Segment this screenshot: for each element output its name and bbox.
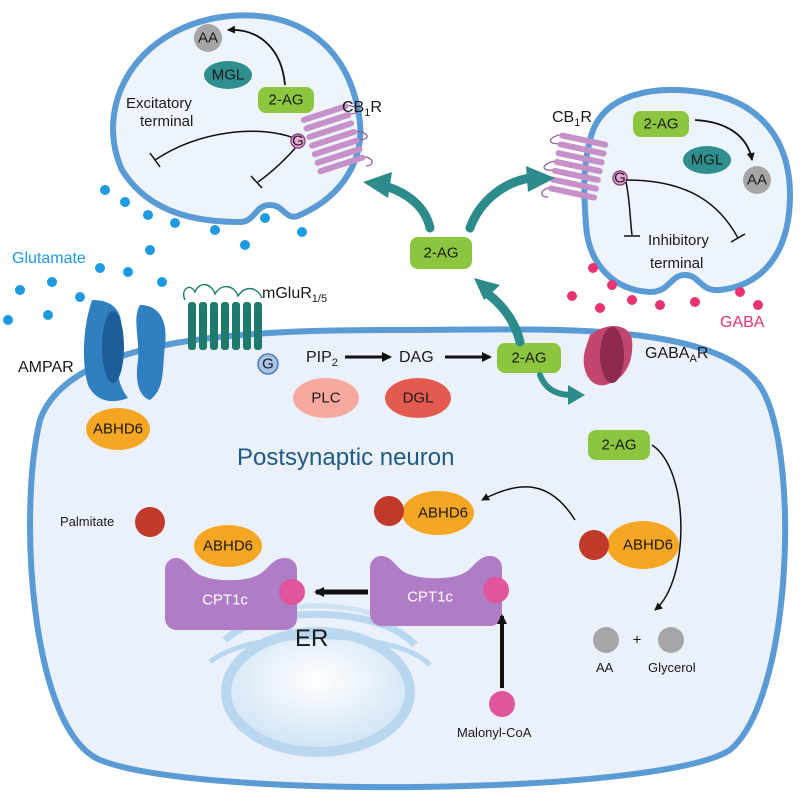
malonyl-site-left: [279, 579, 305, 605]
abhd6-membrane-left: [86, 408, 150, 450]
excitatory-terminal-label: Excitatory terminal: [126, 95, 196, 130]
aa-excitatory: [194, 24, 222, 52]
palmitate-free: [135, 507, 165, 537]
g-protein-inhibitory-label: G: [614, 170, 626, 187]
mgl-inhibitory: [683, 146, 731, 174]
mgl-excitatory: [204, 61, 252, 89]
pip2-label: PIP2: [306, 349, 338, 369]
two-ag-membrane-label: 2-AG: [511, 350, 546, 367]
cpt1c-middle-label: CPT1c: [407, 589, 453, 606]
gaba-label: GABA: [720, 314, 765, 331]
malonyl-coa-label: Malonyl-CoA: [457, 725, 532, 740]
malonyl-coa-molecule: [489, 691, 515, 717]
teal-arrow-to-excitatory: [380, 181, 435, 233]
two-ag-center-label: 2-AG: [423, 245, 458, 262]
arrow-2ag-to-aa-inhibitory: [694, 119, 755, 161]
gabaar-receptor: [583, 325, 633, 386]
aa-inhibitory-label: AA: [747, 172, 767, 189]
mgl-inhibitory-label: MGL: [691, 152, 724, 169]
arrow-2ag-to-aa-excitatory: [227, 25, 286, 86]
inhibit-bar-excitatory-2: [250, 175, 263, 189]
two-ag-cytosol-label: 2-AG: [601, 437, 636, 454]
glycerol-product-label: Glycerol: [648, 660, 696, 675]
plus-sign: +: [633, 632, 642, 649]
g-protein-excitatory-label: G: [292, 133, 304, 150]
cb1r-excitatory-label: CB1R: [342, 99, 382, 119]
mglur-label: mGluR1/5: [262, 285, 327, 305]
cpt1c-left: [165, 558, 297, 630]
aa-excitatory-label: AA: [198, 30, 218, 47]
glycerol-product: [658, 627, 684, 653]
g-protein-excitatory: [290, 133, 306, 149]
two-ag-excitatory-label: 2-AG: [268, 92, 303, 109]
palmitate-middle: [374, 496, 404, 526]
abhd6-on-cpt1c: [194, 525, 262, 567]
endoplasmic-reticulum: [208, 603, 432, 757]
ampar-label: AMPAR: [18, 359, 74, 376]
two-ag-cytosol: [588, 430, 650, 460]
inhibitory-terminal-label: Inhibitory terminal: [648, 232, 713, 272]
abhd6-membrane-left-label: ABHD6: [93, 421, 143, 438]
teal-arrowhead-gabaar: [568, 385, 585, 405]
inhibit-line-excitatory-2: [257, 144, 299, 183]
two-ag-inhibitory-label: 2-AG: [643, 116, 678, 133]
g-protein-inhibitory: [612, 170, 628, 186]
abhd6-on-cpt1c-label: ABHD6: [203, 538, 253, 555]
g-protein-mglur-label: G: [262, 356, 274, 373]
inhibit-line-inhibitory-2: [625, 179, 739, 239]
two-ag-membrane: [497, 343, 561, 373]
two-ag-center: [410, 237, 472, 269]
inhibit-bar-excitatory-1: [149, 152, 161, 168]
gabaar-label: GABAAR: [645, 345, 708, 365]
abhd6-palmitoylated-middle: [402, 491, 474, 535]
ampar-receptor: [83, 300, 166, 402]
cb1r-inhibitory-label: CB1R: [552, 109, 592, 129]
g-protein-mglur: [257, 353, 279, 375]
cpt1c-middle: [370, 556, 502, 626]
postsynaptic-neuron-label: Postsynaptic neuron: [237, 444, 454, 471]
aa-product: [593, 627, 619, 653]
dgl-enzyme: [385, 378, 451, 418]
teal-arrow-to-gabaar: [537, 372, 575, 398]
arrow-depalmitoylation: [481, 486, 576, 521]
arrow-2ag-to-products: [651, 444, 682, 611]
palmitate-right: [579, 530, 609, 560]
abhd6-palmitoylated-middle-label: ABHD6: [418, 505, 468, 522]
glutamate-label: Glutamate: [12, 250, 86, 267]
two-ag-excitatory: [258, 87, 314, 113]
excitatory-terminal: [110, 12, 364, 226]
abhd6-palmitoylated-right: [607, 521, 679, 569]
plc-enzyme: [293, 378, 359, 418]
teal-arrowhead-inhibitory: [526, 166, 555, 192]
inhibit-line-inhibitory-1: [625, 181, 633, 236]
mgl-excitatory-label: MGL: [212, 67, 245, 84]
dag-label: DAG: [399, 349, 434, 366]
malonyl-site-middle: [483, 577, 509, 603]
teal-arrow-to-inhibitory: [465, 173, 535, 233]
two-ag-inhibitory: [633, 111, 689, 137]
abhd6-palmitoylated-right-label: ABHD6: [623, 537, 673, 554]
teal-arrowhead-excitatory: [363, 172, 392, 198]
mglur-receptor: [183, 284, 263, 350]
inhibit-bar-inhibitory-2: [730, 233, 746, 243]
inhibit-line-excitatory-1: [154, 130, 295, 161]
aa-inhibitory: [743, 166, 771, 194]
palmitate-label: Palmitate: [60, 514, 114, 529]
dgl-label: DGL: [403, 390, 434, 407]
plc-label: PLC: [311, 390, 340, 407]
cb1r-inhibitory: [541, 132, 609, 201]
gaba-dots: [567, 263, 763, 313]
aa-product-label: AA: [596, 660, 614, 675]
glutamate-dots: [3, 185, 307, 325]
teal-arrowhead-center: [474, 278, 500, 300]
cpt1c-left-label: CPT1c: [202, 592, 248, 609]
cb1r-excitatory: [300, 103, 373, 175]
er-label: ER: [295, 625, 328, 652]
